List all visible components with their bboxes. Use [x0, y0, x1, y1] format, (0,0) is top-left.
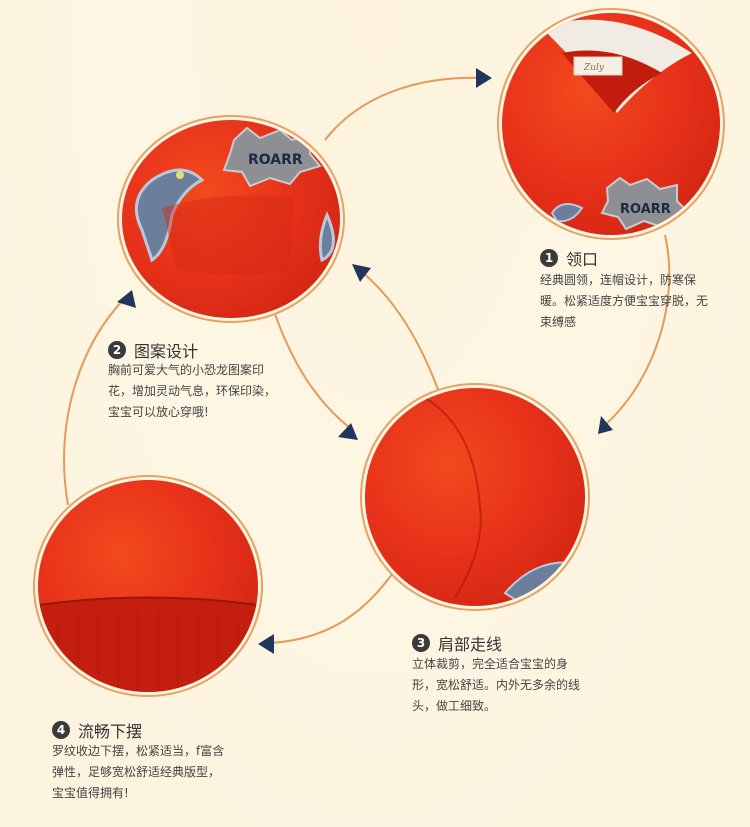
ribbed-hem-icon [38, 596, 258, 692]
feature-3-number: 3 [412, 634, 430, 652]
arc-2-to-1 [324, 76, 486, 141]
feature-1-title: 1 领口 [540, 246, 598, 270]
dinosaur-print-icon: ROARR [134, 126, 335, 275]
pattern-photo: ROARR [122, 120, 340, 318]
hood-neck-icon: Zuly ROARR [542, 19, 692, 231]
arrow-to-pattern-right [352, 264, 371, 282]
feature-1-description: 经典圆领，连帽设计，防寒保暖。松紧适度方便宝宝穿脱，无束缚感 [540, 273, 709, 329]
arc-3-to-4 [269, 569, 396, 644]
feature-3-description: 立体裁剪，完全适合宝宝的身形，宽松舒适。内外无多余的线头，做工细致。 [412, 657, 581, 713]
feature-4-title: 4 流畅下摆 [52, 718, 142, 742]
feature-3-title: 3 肩部走线 [412, 631, 502, 655]
feature-2-heading: 图案设计 [134, 342, 199, 361]
arc-3-to-2 [361, 271, 441, 396]
roarr-badge-text-2: ROARR [620, 202, 671, 217]
roarr-badge-text: ROARR [248, 152, 303, 168]
shoulder-photo [365, 388, 585, 606]
arc-2-to-3 [271, 304, 351, 429]
feature-4-heading: 流畅下摆 [78, 722, 143, 741]
feature-1-number: 1 [540, 249, 558, 267]
brand-label-text: Zuly [583, 63, 605, 73]
feature-2-title: 2 图案设计 [108, 338, 198, 362]
feature-1-heading: 领口 [566, 250, 599, 269]
feature-2-number: 2 [108, 341, 126, 359]
arc-1-to-3 [604, 234, 671, 426]
arrow-to-neck [476, 68, 492, 88]
feature-3-heading: 肩部走线 [438, 635, 503, 654]
arrow-to-shoulder [598, 416, 613, 434]
feature-4-description: 罗纹收边下摆，松紧适当，f富含弹性，足够宽松舒适经典版型，宝宝值得拥有! [52, 744, 225, 800]
feature-4-number: 4 [52, 721, 70, 739]
arrow-to-pattern-left [117, 290, 136, 308]
arrow-to-shoulder-left [338, 423, 358, 440]
arc-4-to-2 [63, 297, 126, 506]
arrow-to-hem [258, 634, 274, 654]
hem-photo [38, 480, 258, 692]
shoulder-seam-icon [424, 397, 577, 606]
feature-2-description: 胸前可爱大气的小恐龙图案印花，增加灵动气息，环保印染，宝宝可以放心穿哦! [108, 363, 277, 419]
neckline-photo: Zuly ROARR [502, 13, 720, 235]
